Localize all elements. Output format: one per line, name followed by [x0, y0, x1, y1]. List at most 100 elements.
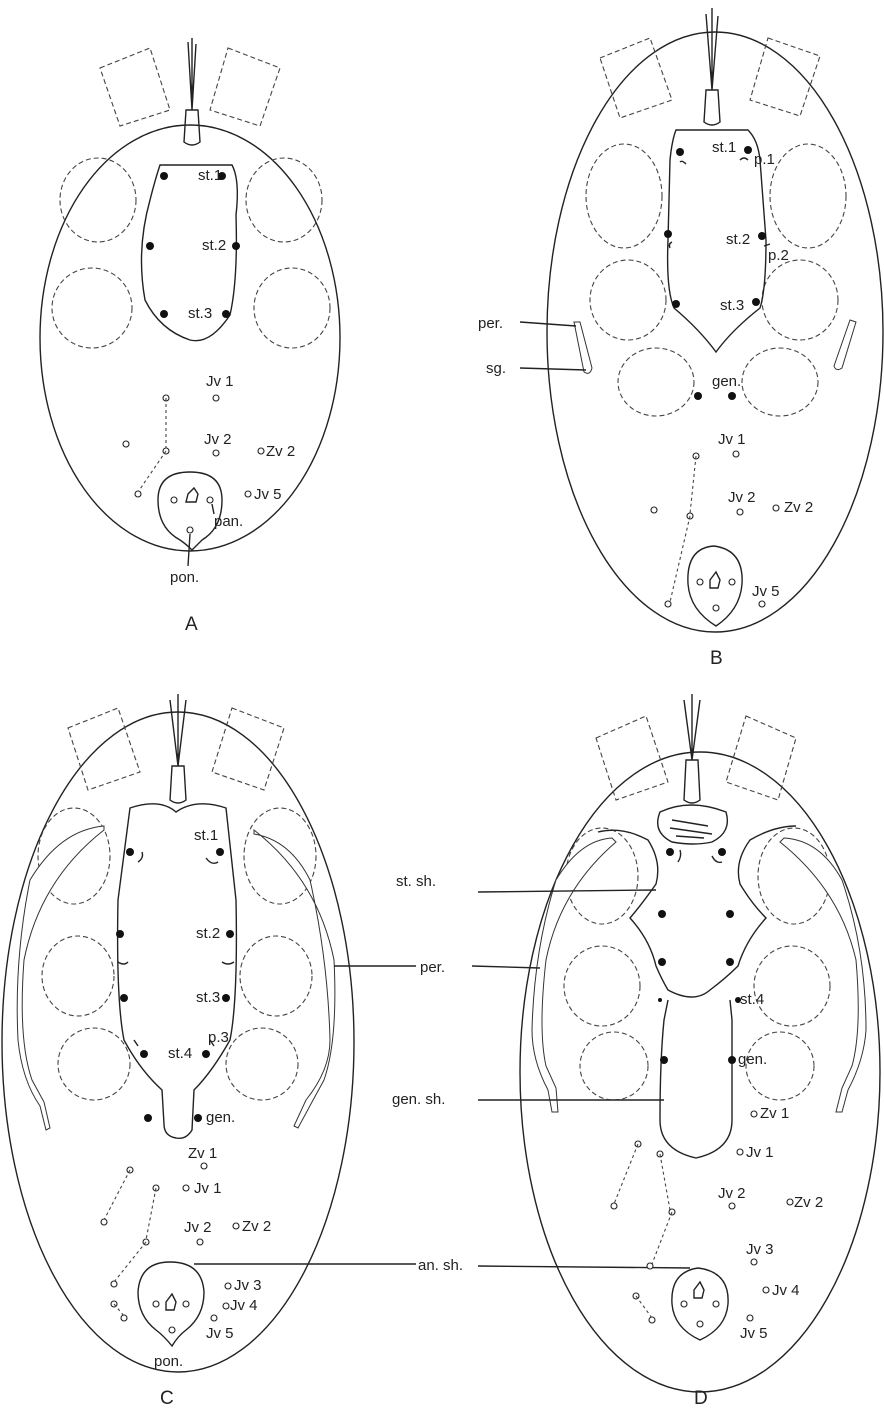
label-pan-a: pan. [214, 513, 243, 530]
panel-b: st.1 p.1 st.2 p.2 st.3 per. sg. gen. Jv … [478, 8, 883, 669]
pore-p1-left-b [680, 161, 686, 164]
coxa-a-right [210, 48, 280, 126]
label-gen-b: gen. [712, 373, 741, 390]
seta-dashline-c1 [104, 1170, 130, 1220]
anus-c [166, 1294, 176, 1310]
tritosternum-laciniae-c [170, 694, 186, 766]
seta-dashline-c2 [146, 1188, 156, 1240]
label-st1-c: st.1 [194, 827, 218, 844]
seta-jv4-right-c [223, 1303, 229, 1309]
seta-jv5-right-d [747, 1315, 753, 1321]
seta-zv2-right-c [233, 1223, 239, 1229]
seta-st3-right-b [752, 298, 760, 306]
coxa-d-3r [754, 946, 830, 1026]
seta-st1-left-c [126, 848, 134, 856]
seta-jv2-right-c [197, 1239, 203, 1245]
coxa-c-4r [226, 1028, 298, 1100]
seta-pan-left-a [171, 497, 177, 503]
peritreme-c-left [17, 826, 104, 1130]
seta-st4-right-c [202, 1050, 210, 1058]
label-jv4-d: Jv 4 [772, 1282, 800, 1299]
seta-jv5-left-c [121, 1315, 127, 1321]
seta-jv5-left-d [649, 1317, 655, 1323]
leader-pan-a [212, 504, 214, 514]
panel-label-d: D [694, 1388, 708, 1409]
coxa-b-3r [762, 260, 838, 340]
seta-zv2-left-b [651, 507, 657, 513]
label-gensh-d: gen. sh. [392, 1091, 445, 1108]
seta-jv5-left-b [665, 601, 671, 607]
seta-st3-left-b [672, 300, 680, 308]
leader-per-b [520, 322, 576, 326]
seta-jv4-right-d [763, 1287, 769, 1293]
seta-dashline-b1 [690, 456, 696, 514]
coxa-c-right [212, 708, 284, 790]
label-jv3-d: Jv 3 [746, 1241, 774, 1258]
pore-p1-right-b [740, 158, 748, 160]
seta-gen-right-b [728, 392, 736, 400]
coxa-c-3l [42, 936, 114, 1016]
seta-pan-left-b [697, 579, 703, 585]
peritreme-b-right [834, 320, 856, 370]
seta-st1-left-d [666, 848, 674, 856]
label-zv2-d: Zv 2 [794, 1194, 823, 1211]
seta-st1-right-b [744, 146, 752, 154]
label-jv5-a: Jv 5 [254, 486, 282, 503]
seta-dashline-a2 [138, 451, 166, 492]
label-jv5-c: Jv 5 [206, 1325, 234, 1342]
tritosternum-laciniae-b [706, 8, 718, 90]
anus-a [186, 488, 198, 502]
panel-label-c: C [160, 1388, 174, 1409]
seta-pon-b [713, 605, 719, 611]
tritosternum-a [184, 110, 200, 145]
pore-p2-left-c [118, 962, 128, 964]
label-st3-b: st.3 [720, 297, 744, 314]
seta-jv2-right-d [729, 1203, 735, 1209]
seta-jv5-right-b [759, 601, 765, 607]
seta-jv2-right-b [737, 509, 743, 515]
coxa-c-2r [244, 808, 316, 904]
coxa-a-left [100, 48, 170, 126]
tritosternum-c [170, 766, 186, 803]
label-jv2-d: Jv 2 [718, 1185, 746, 1202]
label-ansh-shared: an. sh. [418, 1257, 463, 1274]
peritreme-b-left [574, 322, 592, 373]
seta-gen-left-d [660, 1056, 668, 1064]
seta-st2-right-d [726, 910, 734, 918]
label-jv2-c: Jv 2 [184, 1219, 212, 1236]
panel-a: st.1 st.2 st.3 Jv 1 Jv 2 Zv 2 Jv 5 pan. … [40, 38, 340, 635]
leader-stsh-d [478, 890, 656, 892]
label-zv2-b: Zv 2 [784, 499, 813, 516]
presternal-lines-d [670, 820, 712, 838]
seta-pan-right-a [207, 497, 213, 503]
tritosternum-b [704, 90, 720, 125]
peritreme-d-left [532, 838, 616, 1112]
anus-d [694, 1282, 704, 1298]
label-jv2-b: Jv 2 [728, 489, 756, 506]
seta-jv1-right-d [737, 1149, 743, 1155]
seta-dashline-d1 [614, 1144, 638, 1204]
seta-gen-right-d [728, 1056, 736, 1064]
coxa-a-2r [246, 158, 322, 242]
coxa-b-2l [586, 144, 662, 248]
seta-jv2-right-a [213, 450, 219, 456]
seta-pan-right-b [729, 579, 735, 585]
coxa-a-3l [52, 268, 132, 348]
presternal-plate-d [658, 805, 728, 844]
seta-st2-right-b [758, 232, 766, 240]
seta-dashline-c3 [114, 1242, 146, 1282]
coxa-b-4r [742, 348, 818, 416]
label-jv4-c: Jv 4 [230, 1297, 258, 1314]
seta-pan-right-d [713, 1301, 719, 1307]
seta-jv5-right-a [245, 491, 251, 497]
seta-jv1-right-b [733, 451, 739, 457]
body-outline-d [520, 752, 880, 1392]
coxa-c-3r [240, 936, 312, 1016]
label-gen-d: gen. [738, 1051, 767, 1068]
seta-st3-right-c [222, 994, 230, 1002]
label-jv1-c: Jv 1 [194, 1180, 222, 1197]
seta-pon-c [169, 1327, 175, 1333]
pore-p3-left-c [134, 1040, 138, 1046]
seta-dashline-d2 [660, 1154, 670, 1210]
